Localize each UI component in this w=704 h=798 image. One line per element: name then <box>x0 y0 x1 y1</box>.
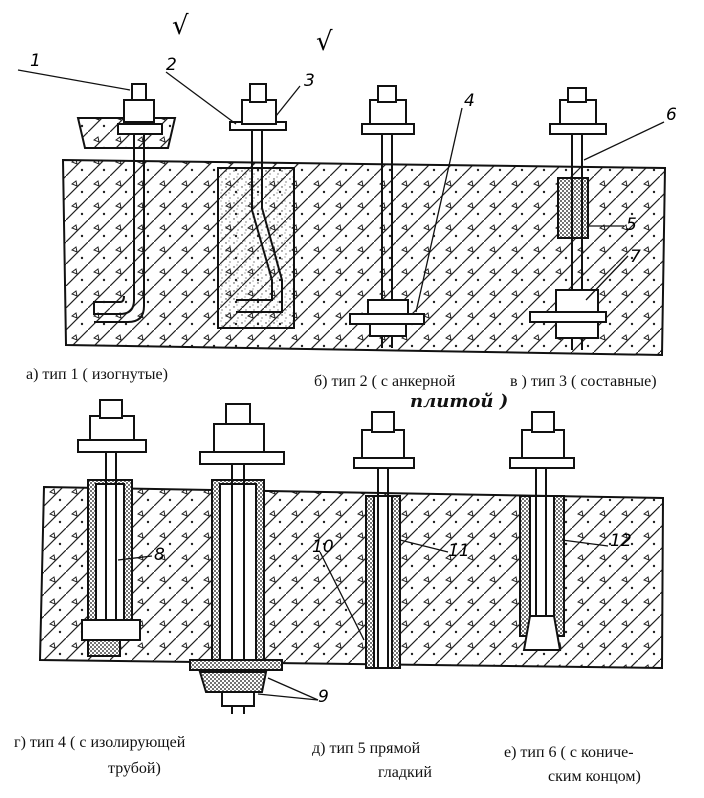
callout-12: 12 <box>610 531 632 551</box>
top-concrete-block <box>61 158 667 357</box>
caption-type-1: а) тип 1 ( изогнутые) <box>26 366 168 383</box>
callout-6: 6 <box>666 105 677 125</box>
caption-type-3: в ) тип 3 ( составные) <box>510 373 657 390</box>
callout-2: 2 <box>166 55 177 75</box>
bolt-type-2 <box>349 85 425 348</box>
callout-9: 9 <box>318 687 329 707</box>
bolt-type-3 <box>529 87 607 350</box>
check-mark-1: √ <box>172 11 189 41</box>
bolt-type-6 <box>509 411 575 651</box>
caption-type-6-line1: е) тип 6 ( с кониче- <box>504 744 634 761</box>
caption-type-2-handwritten: плитой ) <box>410 391 509 412</box>
callout-11: 11 <box>448 541 470 561</box>
callout-7: 7 <box>630 247 641 267</box>
caption-type-2: б) тип 2 ( с анкерной <box>314 373 456 390</box>
caption-type-4-line2: трубой) <box>108 760 161 777</box>
callout-5: 5 <box>626 215 637 235</box>
check-mark-2: √ <box>316 27 333 57</box>
caption-type-6-line2: ским концом) <box>548 768 641 785</box>
callout-3: 3 <box>304 71 315 91</box>
bolt-type-1 <box>76 83 177 323</box>
bolt-type-4b <box>189 403 285 714</box>
bolt-sand-pocket <box>217 83 295 329</box>
bolt-type-4 <box>77 399 147 657</box>
callout-1: 1 <box>30 51 41 71</box>
bolt-type-5 <box>353 411 415 669</box>
caption-type-4-line1: г) тип 4 ( с изолирующей <box>14 734 186 751</box>
bottom-concrete-block <box>38 485 665 670</box>
leader-lines <box>17 69 665 701</box>
callout-10: 10 <box>312 537 334 557</box>
caption-type-5-line2: гладкий <box>378 764 432 781</box>
caption-type-5-line1: д) тип 5 прямой <box>312 740 421 757</box>
callout-4: 4 <box>464 91 475 111</box>
callout-8: 8 <box>154 545 165 565</box>
